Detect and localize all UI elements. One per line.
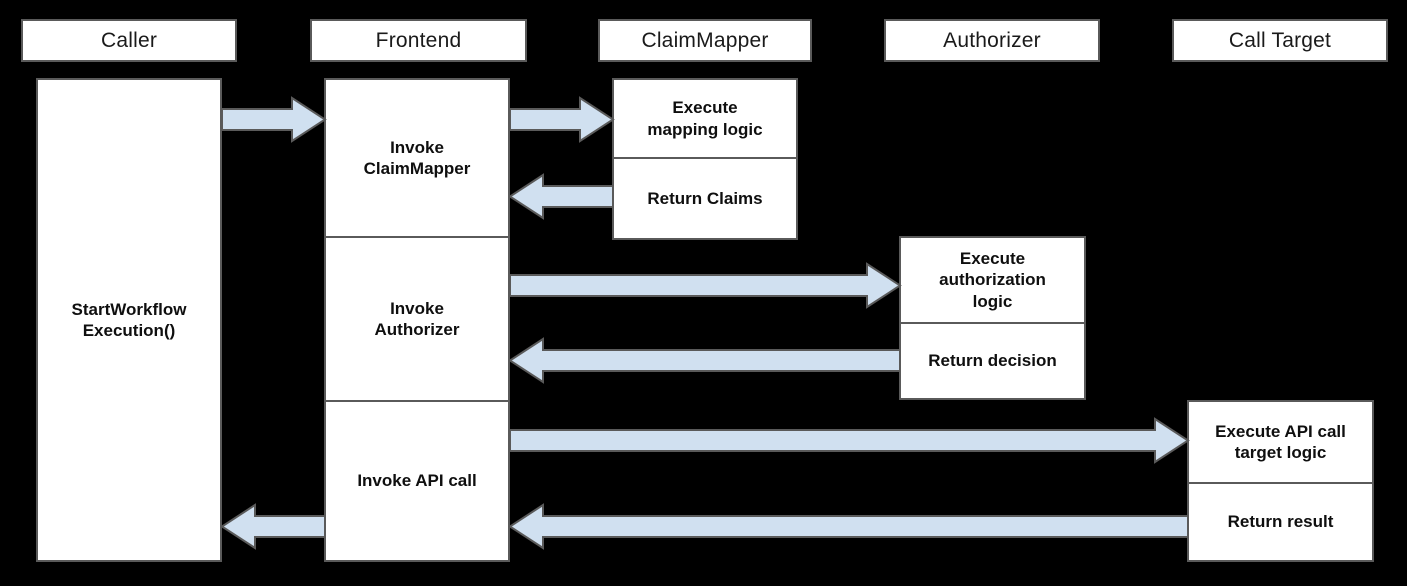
lane-header-frontend: Frontend <box>310 19 527 62</box>
message-arrow-frontend-to-caller <box>220 503 326 550</box>
message-arrow-frontend-to-claimmapper <box>509 96 615 143</box>
lane-header-frontend-label: Frontend <box>375 28 462 52</box>
lane-header-calltarget-label: Call Target <box>1228 28 1332 52</box>
message-arrow-caller-to-frontend <box>221 96 327 143</box>
lane-header-authorizer-label: Authorizer <box>943 28 1041 52</box>
lane-header-caller-label: Caller <box>100 28 158 52</box>
message-arrow-authorizer-to-frontend <box>508 337 901 384</box>
lane-header-caller: Caller <box>21 19 237 62</box>
lane-header-authorizer: Authorizer <box>884 19 1100 62</box>
message-arrow-calltarget-to-frontend <box>508 503 1189 550</box>
activation-cell-return-claims: Return Claims <box>614 157 796 238</box>
lane-header-claimmapper-label: ClaimMapper <box>641 28 769 52</box>
activation-cell-invoke-api-call: Invoke API call <box>326 400 508 560</box>
activation-cell-return-result: Return result <box>1189 482 1372 560</box>
message-arrow-frontend-to-calltarget <box>509 417 1190 464</box>
message-arrow-frontend-to-authorizer <box>509 262 902 309</box>
message-arrow-claimmapper-to-frontend <box>508 173 614 220</box>
lane-header-calltarget: Call Target <box>1172 19 1388 62</box>
lane-header-claimmapper: ClaimMapper <box>598 19 812 62</box>
activation-cell-return-decision: Return decision <box>901 322 1084 398</box>
